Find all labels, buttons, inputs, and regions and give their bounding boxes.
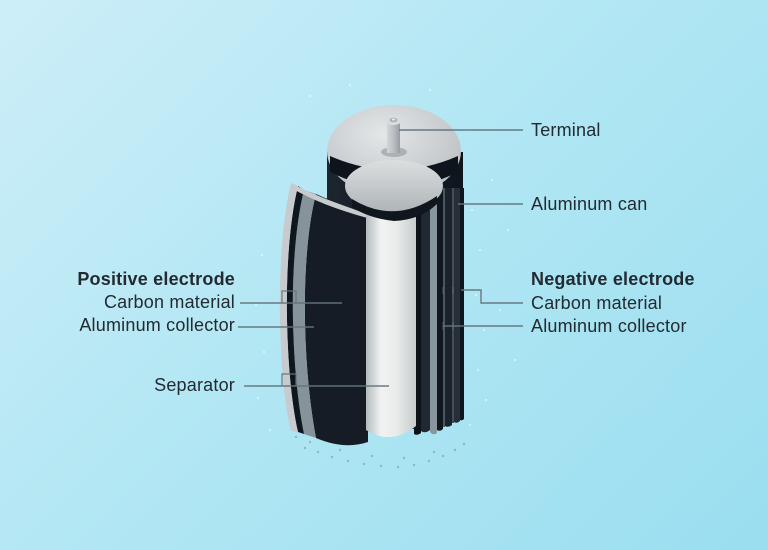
leader-negative-carbon xyxy=(461,289,523,304)
bracket-positive-carbon xyxy=(281,290,297,303)
bracket-separator xyxy=(281,373,297,386)
positive-electrode-sheet xyxy=(279,183,368,446)
positive-carbon-layer xyxy=(304,194,368,446)
sheet-edge-highlight xyxy=(279,183,298,432)
negative-electrode-layers xyxy=(414,188,464,435)
terminal-post xyxy=(381,115,407,157)
negative-carbon-layer xyxy=(421,188,430,433)
positive-collector-layer xyxy=(292,190,316,438)
negative-collector-layer xyxy=(430,188,437,435)
label-negative-carbon-material: Carbon material xyxy=(531,293,663,313)
label-terminal: Terminal xyxy=(531,120,601,140)
disc-notch-shadow xyxy=(352,196,437,221)
label-negative-electrode: Negative electrode xyxy=(531,269,695,289)
label-positive-aluminum-collector: Aluminum collector xyxy=(79,315,235,335)
label-negative-aluminum-collector: Aluminum collector xyxy=(531,316,687,336)
separator-layer xyxy=(366,211,416,438)
inner-top-disc xyxy=(345,160,443,212)
bottom-stipple-dots xyxy=(294,435,466,469)
label-separator: Separator xyxy=(154,375,235,395)
label-positive-carbon-material: Carbon material xyxy=(103,292,235,312)
leader-lines xyxy=(238,129,523,387)
label-aluminum-can: Aluminum can xyxy=(531,194,648,214)
label-positive-electrode: Positive electrode xyxy=(77,269,235,289)
